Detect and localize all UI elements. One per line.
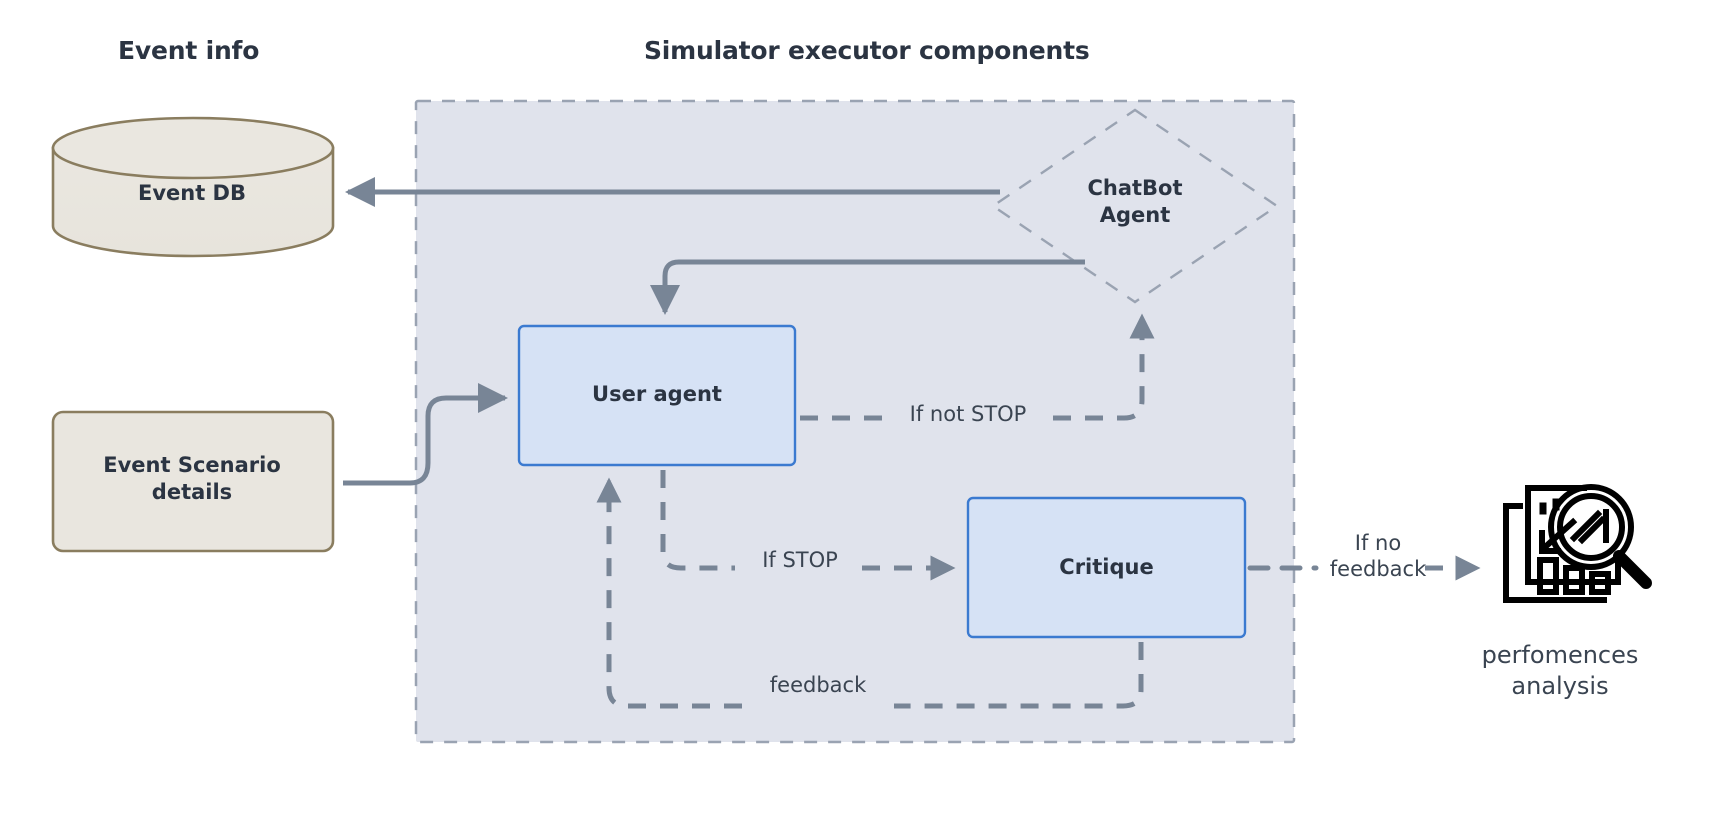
edge-useragent-to-chatbot-right: [1053, 313, 1155, 421]
performance-analysis-caption: perfomences analysis: [1481, 641, 1639, 700]
event-scenario-node[interactable]: [51, 410, 335, 553]
cylinder-top: [51, 116, 335, 180]
edge-critique-to-useragent-right: [894, 642, 1144, 709]
event-db-node[interactable]: [51, 116, 335, 258]
section-title-event-info: Event info: [118, 36, 260, 65]
edge-critique-to-useragent-left: [596, 477, 742, 709]
section-title-simulator: Simulator executor components: [644, 36, 1090, 65]
user-agent-node[interactable]: [517, 324, 797, 467]
edge-useragent-to-critique-left: [660, 470, 735, 571]
edge-chatbot-to-useragent: [650, 259, 1085, 315]
critique-node[interactable]: [966, 496, 1247, 639]
report-magnifier-icon: [1503, 484, 1652, 603]
chatbot-agent-node[interactable]: [990, 108, 1280, 304]
edge-scenario-to-useragent: [343, 383, 508, 486]
